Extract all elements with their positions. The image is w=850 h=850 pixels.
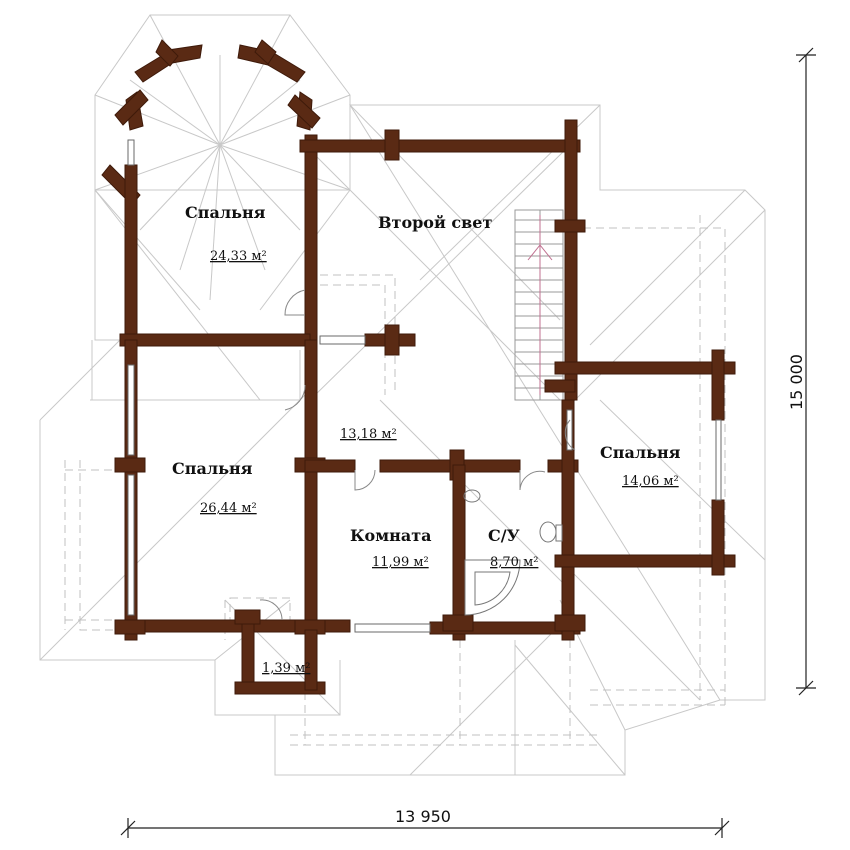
dimension-width: 13 950 [120, 807, 730, 838]
dimension-width-label: 13 950 [395, 807, 451, 826]
windows [127, 139, 722, 633]
room-area-room: 11,99 м² [372, 555, 429, 570]
room-name-bedroom-tower: Спальня [185, 203, 266, 222]
room-area-bathroom: 8,70 м² [490, 555, 538, 570]
room-name-room: Комната [350, 526, 431, 545]
room-name-bedroom-left: Спальня [172, 459, 253, 478]
room-area-bedroom-tower: 24,33 м² [210, 249, 267, 264]
room-name-second-light: Второй свет [378, 213, 492, 232]
room-name-bathroom: С/У [488, 526, 520, 545]
doors [259, 289, 576, 621]
bathroom-fixtures [463, 489, 563, 616]
room-area-vestibule: 1,39 м² [262, 661, 310, 676]
room-name-bedroom-right: Спальня [600, 443, 681, 462]
room-labels: Спальня 24,33 м² Второй свет 13,18 м² Сп… [172, 203, 681, 676]
dimension-height-label: 15 000 [787, 354, 806, 410]
dimension-height: 15 000 [787, 47, 816, 696]
room-area-hall: 13,18 м² [340, 427, 397, 442]
roof-outline [39, 14, 766, 776]
room-area-bedroom-right: 14,06 м² [622, 474, 679, 489]
room-area-bedroom-left: 26,44 м² [200, 501, 257, 516]
walls [101, 39, 736, 695]
